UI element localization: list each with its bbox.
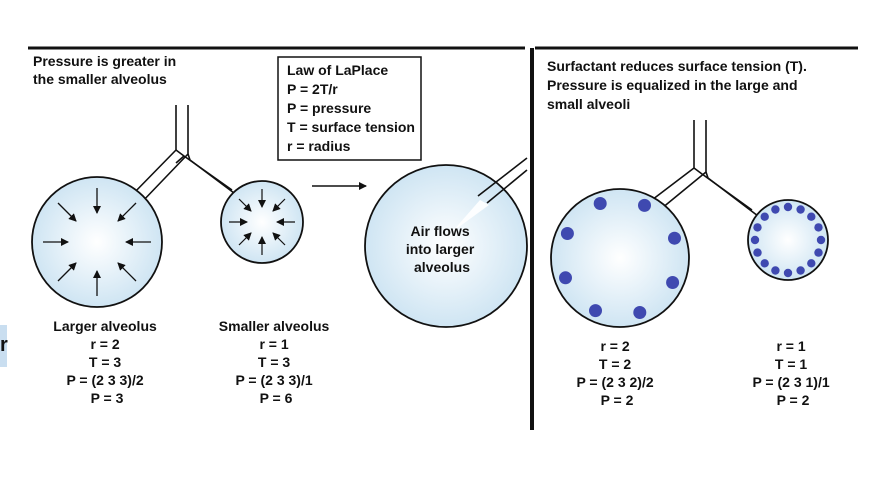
surfactant-large-dots	[559, 197, 681, 319]
surfactant-dot	[559, 271, 572, 285]
surfactant-dot	[593, 197, 607, 210]
surfactant-dot	[589, 304, 602, 318]
surfactant-dot	[668, 231, 681, 245]
surfactant-dot	[796, 266, 805, 275]
surfactant-large-alveolus	[550, 188, 690, 328]
left-heading: Pressure is greater in the smaller alveo…	[33, 53, 180, 87]
surfactant-dot	[807, 259, 816, 268]
surfactant-dot	[783, 202, 793, 212]
smaller-alveolus-inward-arrows	[229, 189, 295, 255]
air-stream	[452, 200, 489, 232]
surfactant-dot	[771, 205, 780, 214]
larger-alveolus-inward-arrows	[43, 188, 151, 296]
surfactant-dot	[814, 223, 823, 232]
edge-tab	[0, 325, 7, 367]
surfactant-small-alveolus	[747, 199, 829, 281]
right-heading: Surfactant reduces surface tension (T). …	[547, 58, 811, 112]
surfactant-dot	[753, 248, 762, 257]
right-airway	[643, 120, 759, 217]
surfactant-dot	[783, 268, 793, 278]
surfactant-large-label: r = 2 T = 2 P = (2 3 2)/2 P = 2	[576, 338, 657, 408]
smaller-alveolus-label: Smaller alveolus r = 1 T = 3 P = (2 3 3)…	[219, 318, 333, 406]
laplace-law-text: Law of LaPlace P = 2T/r P = pressure T =…	[287, 62, 419, 154]
surfactant-small-dots	[750, 202, 826, 278]
surfactant-dot	[633, 306, 647, 319]
surfactant-dot	[560, 227, 574, 240]
laplace-law-box	[277, 56, 422, 161]
edge-fragment-text: r	[0, 334, 8, 356]
surfactant-small-label: r = 1 T = 1 P = (2 3 1)/1 P = 2	[752, 338, 833, 408]
surfactant-dot	[750, 235, 760, 245]
surfactant-dot	[796, 205, 805, 214]
surfactant-dot	[816, 235, 826, 245]
surfactant-dot	[760, 259, 769, 268]
surfactant-dot	[638, 198, 651, 212]
incoming-airway	[477, 157, 528, 204]
air-flow-label: Air flows into larger alveolus	[406, 223, 478, 275]
left-airway	[130, 105, 239, 205]
larger-alveolus-label: Larger alveolus r = 2 T = 3 P = (2 3 3)/…	[53, 318, 160, 406]
surfactant-dot	[753, 223, 762, 232]
surfactant-dot	[760, 212, 769, 221]
surfactant-dot	[666, 276, 680, 289]
surfactant-dot	[814, 248, 823, 257]
surfactant-dot	[771, 266, 780, 275]
surfactant-dot	[807, 212, 816, 221]
